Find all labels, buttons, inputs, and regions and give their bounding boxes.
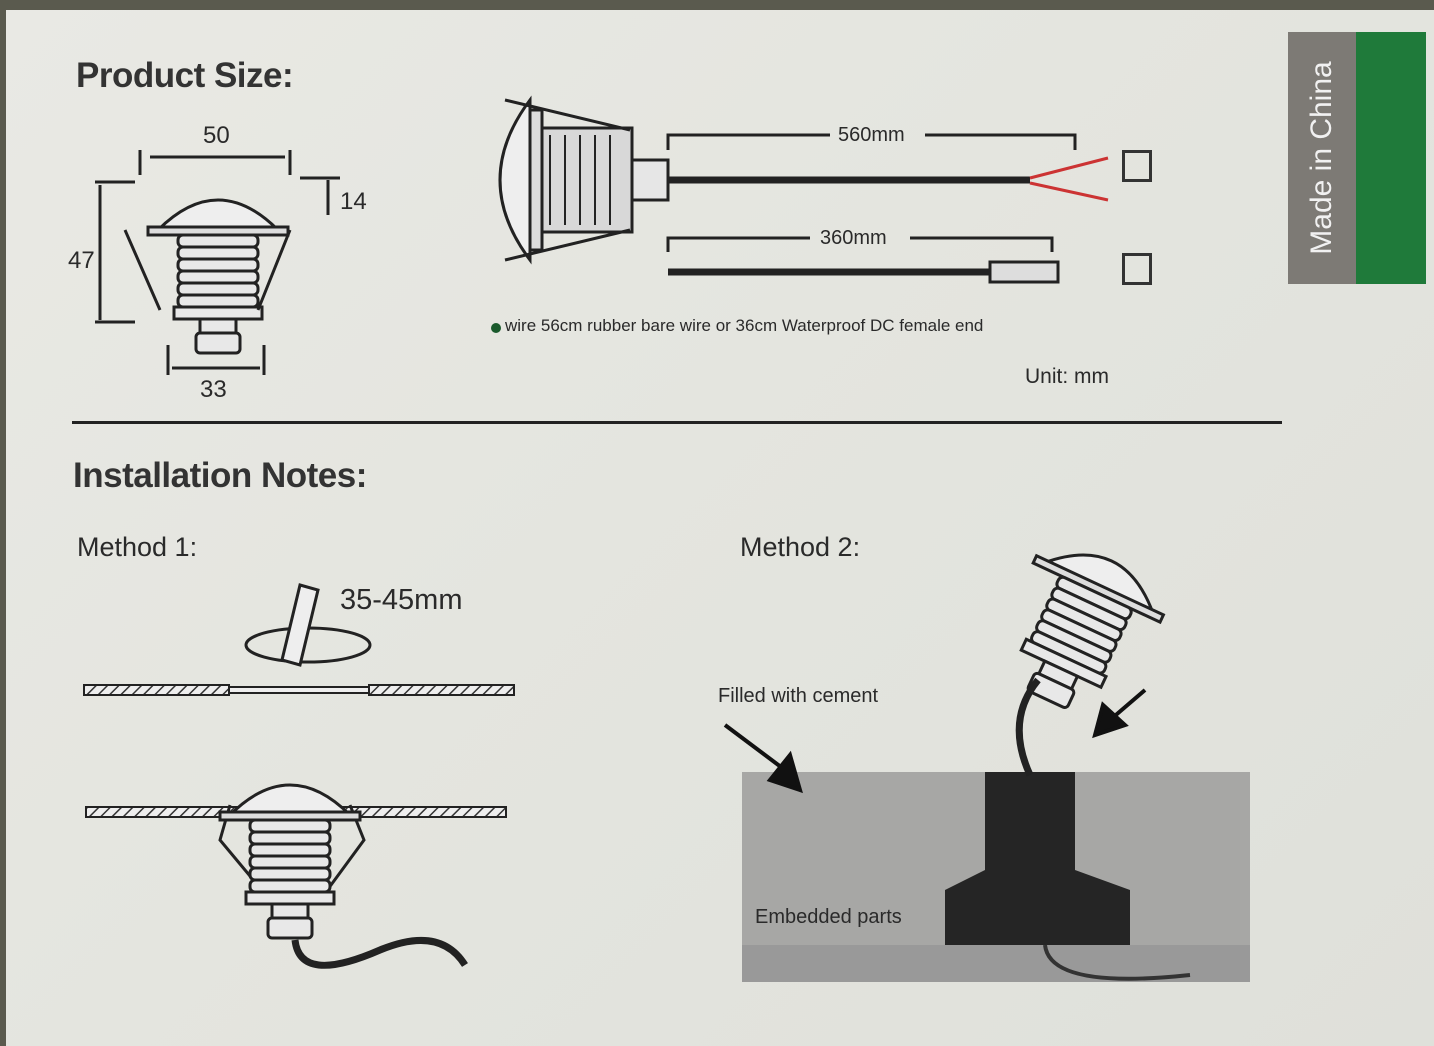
hole-depth-label: 35-45mm xyxy=(340,584,463,616)
option-checkbox-dc-end[interactable] xyxy=(1122,253,1152,285)
wire-note: wire 56cm rubber bare wire or 36cm Water… xyxy=(505,316,984,335)
made-in-china-label: Made in China xyxy=(1305,61,1338,255)
embedded-sleeve xyxy=(945,772,1130,945)
product-size-heading: Product Size: xyxy=(76,56,294,95)
side-stripe-green xyxy=(1356,32,1426,284)
method2-label: Method 2: xyxy=(740,532,861,562)
arrows xyxy=(723,688,1147,794)
unit-label: Unit: mm xyxy=(1025,365,1109,388)
option-checkbox-bare-wire[interactable] xyxy=(1122,150,1152,182)
wire-560-label: 560mm xyxy=(838,124,905,146)
dim-total-height: 47 xyxy=(68,247,95,274)
filled-cement-label: Filled with cement xyxy=(718,685,879,707)
dim-top-width: 50 xyxy=(203,122,230,149)
dc-female-connector xyxy=(988,260,1060,284)
installed-fixture xyxy=(218,783,362,940)
method2-fixture xyxy=(981,529,1177,731)
method1-label: Method 1: xyxy=(77,532,198,562)
dimension-lines xyxy=(95,150,340,375)
dim-cap-height: 14 xyxy=(340,188,367,215)
embedded-parts-label: Embedded parts xyxy=(755,906,902,928)
installation-heading: Installation Notes: xyxy=(73,456,367,495)
fixture-dimension-drawing xyxy=(146,198,290,355)
section-divider xyxy=(72,421,1282,424)
wire-360-label: 360mm xyxy=(820,227,887,249)
fixture-side-view xyxy=(498,95,670,265)
drill-bit-icon xyxy=(280,583,320,667)
dim-base-width: 33 xyxy=(200,376,227,403)
side-stripe-gray xyxy=(1288,32,1356,284)
